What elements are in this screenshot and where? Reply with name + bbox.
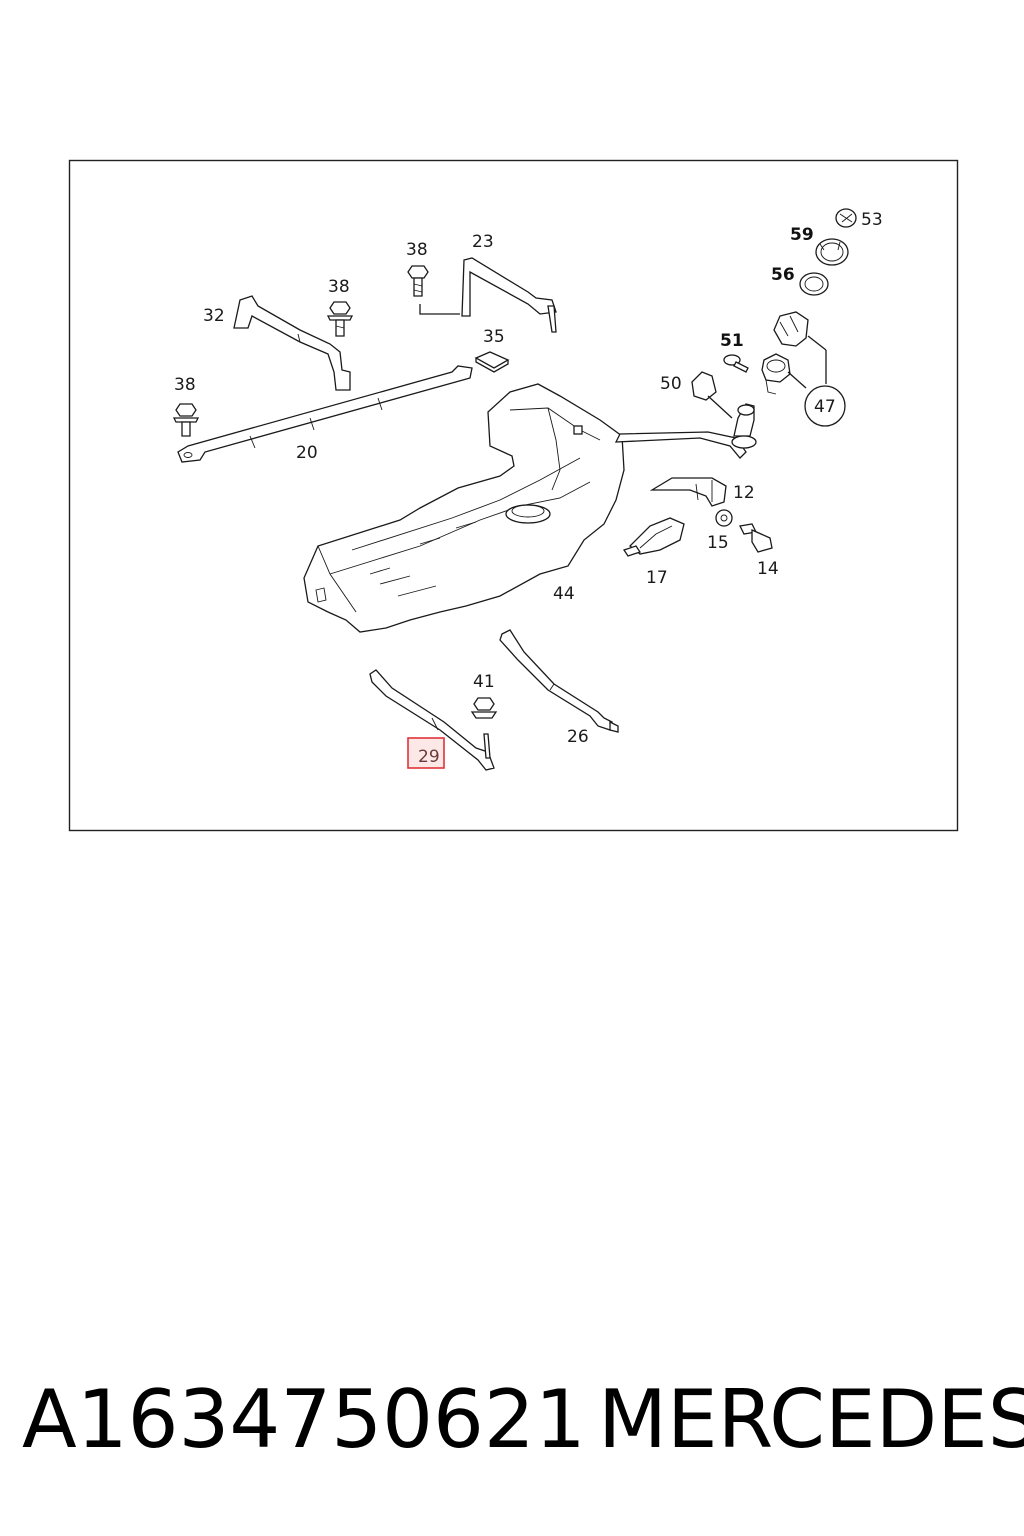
callout-label-38: 38 <box>328 277 350 297</box>
part-47-filler-housing <box>761 311 846 427</box>
callout-label-38: 38 <box>406 240 428 260</box>
part-17-cable-tie <box>622 517 685 557</box>
callout-label-44: 44 <box>553 584 575 604</box>
callout-label-50: 50 <box>660 374 682 394</box>
callout-label-35: 35 <box>483 327 505 347</box>
callout-label-12: 12 <box>733 483 755 503</box>
diagram-frame <box>68 159 959 832</box>
part-12-shield <box>649 477 727 507</box>
callout-label-14: 14 <box>757 559 779 579</box>
callout-label-59: 59 <box>790 225 814 245</box>
callout-label-17: 17 <box>646 568 668 588</box>
part-53-cap <box>835 208 857 228</box>
part-56-seal <box>799 272 829 296</box>
callout-label-23: 23 <box>472 232 494 252</box>
part-38-bolt-c <box>172 403 200 437</box>
part-59-clamp <box>815 238 849 266</box>
part-20-strap <box>177 365 473 463</box>
callout-label-15: 15 <box>707 533 729 553</box>
part-50-mount <box>691 371 733 419</box>
callout-label-38: 38 <box>174 375 196 395</box>
brand-caption: MERCEDES <box>598 1373 1024 1466</box>
part-26-strap <box>499 629 619 733</box>
part-23-bracket <box>419 257 557 333</box>
callout-47-circle <box>804 385 846 427</box>
callout-label-56: 56 <box>771 265 795 285</box>
part-38-bolt-a <box>407 265 429 297</box>
part-35-pad <box>474 351 510 373</box>
part-44-fuel-tank <box>303 383 625 633</box>
callout-label-53: 53 <box>861 210 883 230</box>
part-51-screw <box>723 354 749 373</box>
part-41-nut <box>470 697 498 719</box>
callout-label-26: 26 <box>567 727 589 747</box>
filler-pipe <box>614 431 747 459</box>
callout-label-51: 51 <box>720 331 744 351</box>
callout-label-41: 41 <box>473 672 495 692</box>
callout-label-29: 29 <box>418 747 440 767</box>
part-38-bolt-b <box>326 301 354 337</box>
callout-label-47: 47 <box>814 397 836 417</box>
callout-label-32: 32 <box>203 306 225 326</box>
part-14-bolt <box>739 523 773 553</box>
part-15-washer <box>715 509 733 527</box>
part-number-caption: A1634750621 <box>22 1373 586 1466</box>
highlight-box-29 <box>407 737 445 769</box>
part-32-strap <box>233 295 351 391</box>
part-29-strap <box>369 669 495 771</box>
callout-label-20: 20 <box>296 443 318 463</box>
